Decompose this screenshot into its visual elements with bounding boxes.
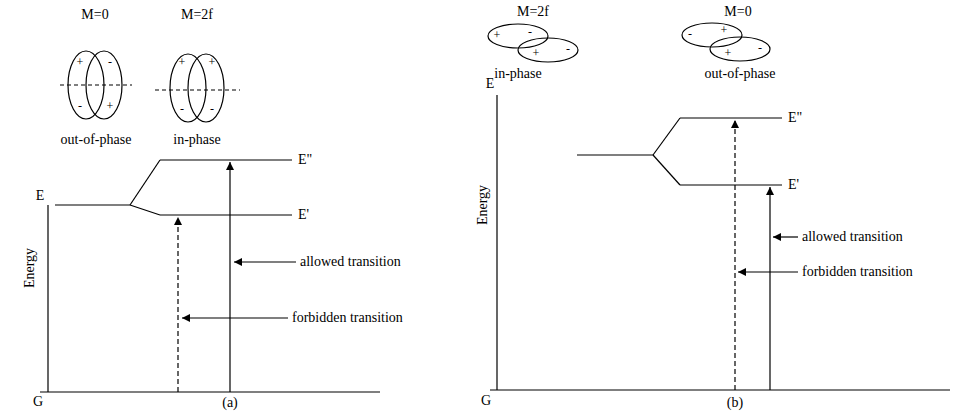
panel-label: (a) (222, 395, 238, 410)
axis-title: Energy (22, 248, 37, 288)
charge-sign: + (77, 56, 84, 69)
split-line (653, 118, 680, 155)
level-line (680, 184, 782, 185)
level-label: E" (298, 152, 312, 167)
charge-sign: + (725, 47, 732, 60)
phase-label: out-of-phase (705, 66, 776, 81)
phase-label: out-of-phase (61, 132, 132, 147)
axis-title: Energy (475, 185, 490, 225)
charge-sign: - (528, 26, 532, 39)
transition-label: allowed transition (802, 229, 903, 244)
dipole-oval (518, 38, 578, 62)
leader-arrow (738, 271, 798, 272)
charge-sign: - (566, 43, 570, 56)
charge-sign: + (533, 47, 540, 60)
transition-arrow (229, 162, 230, 392)
level-line (577, 154, 653, 155)
level-label: E' (788, 177, 799, 192)
dipole-oval (710, 37, 770, 61)
split-line (653, 155, 680, 185)
charge-sign: - (758, 42, 762, 55)
charge-sign: + (494, 29, 501, 42)
axis-dash (60, 84, 132, 85)
axis-label: E (486, 76, 495, 91)
leader-arrow (773, 236, 798, 237)
transition-label: forbidden transition (802, 264, 913, 279)
dipole-oval (188, 54, 224, 122)
ground-line (40, 391, 380, 392)
charge-sign: + (721, 24, 728, 37)
charge-sign: - (180, 103, 184, 116)
ground-line (490, 389, 950, 390)
panel-label: (b) (727, 395, 743, 410)
axis-label: E (36, 188, 45, 203)
dipole-oval (488, 24, 548, 48)
charge-sign: - (108, 56, 112, 69)
charge-sign: - (688, 28, 692, 41)
level-label: E" (788, 110, 802, 125)
transition-arrow (734, 120, 735, 390)
level-line (680, 117, 782, 118)
split-line (130, 160, 160, 205)
energy-axis (47, 205, 48, 392)
level-label: E' (298, 207, 309, 222)
ground-label: G (33, 394, 43, 409)
leader-arrow (234, 261, 296, 262)
charge-sign: + (209, 56, 216, 69)
split-line (130, 205, 160, 215)
transition-arrow (769, 187, 770, 390)
level-line (55, 204, 130, 205)
phase-label: in-phase (494, 66, 541, 81)
phase-label: in-phase (173, 132, 220, 147)
dipole-oval (682, 23, 742, 47)
axis-dash (155, 89, 240, 90)
charge-sign: + (179, 56, 186, 69)
charge-sign: - (78, 100, 82, 113)
level-line (160, 214, 292, 215)
transition-label: forbidden transition (292, 310, 403, 325)
multiplicity-label: M=2f (517, 4, 549, 19)
level-line (160, 159, 292, 160)
transition-label: allowed transition (300, 254, 401, 269)
energy-axis (496, 95, 497, 390)
leader-arrow (182, 317, 288, 318)
transition-arrow (177, 217, 178, 392)
multiplicity-label: M=2f (181, 7, 213, 22)
multiplicity-label: M=0 (81, 7, 108, 22)
multiplicity-label: M=0 (724, 4, 751, 19)
charge-sign: - (210, 103, 214, 116)
charge-sign: + (107, 100, 114, 113)
ground-label: G (481, 393, 491, 408)
